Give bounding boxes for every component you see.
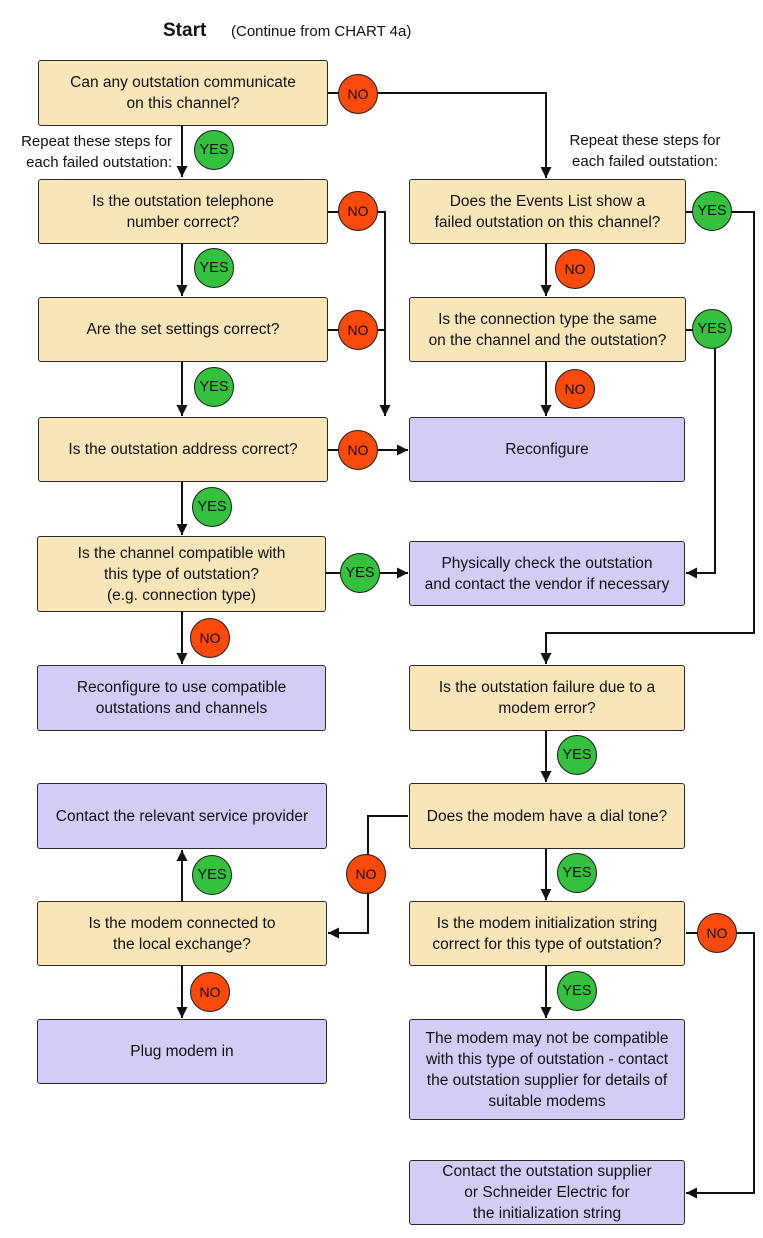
- question-communicate: Can any outstation communicate on this c…: [38, 60, 328, 126]
- no-badge: NO: [190, 618, 230, 658]
- question-modem-connected: Is the modem connected to the local exch…: [37, 901, 327, 966]
- question-phone-number: Is the outstation telephone number corre…: [38, 179, 328, 244]
- action-plug-modem: Plug modem in: [37, 1019, 327, 1084]
- yes-badge: YES: [194, 130, 234, 170]
- action-physically-check: Physically check the outstation and cont…: [409, 541, 685, 606]
- no-badge: NO: [555, 249, 595, 289]
- question-init-string: Is the modem initialization string corre…: [409, 901, 685, 966]
- no-badge: NO: [338, 310, 378, 350]
- yes-badge: YES: [692, 309, 732, 349]
- no-badge: NO: [190, 972, 230, 1012]
- no-badge: NO: [338, 191, 378, 231]
- action-modem-incompatible: The modem may not be compatible with thi…: [409, 1019, 685, 1120]
- continue-note: (Continue from CHART 4a): [231, 23, 412, 40]
- repeat-note-right: Repeat these steps for each failed outst…: [569, 132, 721, 170]
- question-dial-tone: Does the modem have a dial tone?: [409, 783, 685, 849]
- yes-badge: YES: [192, 487, 232, 527]
- yes-badge: YES: [557, 853, 597, 893]
- yes-badge: YES: [192, 855, 232, 895]
- action-reconfigure: Reconfigure: [409, 417, 685, 482]
- yes-badge: YES: [194, 248, 234, 288]
- no-badge: NO: [346, 854, 386, 894]
- yes-badge: YES: [557, 971, 597, 1011]
- action-reconfigure-compatible: Reconfigure to use compatible outstation…: [37, 665, 326, 731]
- question-modem-error: Is the outstation failure due to a modem…: [409, 665, 685, 731]
- action-contact-supplier: Contact the outstation supplier or Schne…: [409, 1160, 685, 1225]
- question-channel-compatible: Is the channel compatible with this type…: [37, 536, 326, 612]
- no-badge: NO: [338, 74, 378, 114]
- question-connection-type: Is the connection type the same on the c…: [409, 297, 686, 362]
- yes-badge: YES: [194, 367, 234, 407]
- question-events-list: Does the Events List show a failed outst…: [409, 179, 686, 244]
- action-contact-service-provider: Contact the relevant service provider: [37, 783, 327, 849]
- yes-badge: YES: [340, 553, 380, 593]
- yes-badge: YES: [692, 191, 732, 231]
- no-badge: NO: [338, 430, 378, 470]
- start-label: Start: [163, 20, 207, 41]
- repeat-note-left: Repeat these steps for each failed outst…: [21, 133, 172, 171]
- yes-badge: YES: [557, 735, 597, 775]
- question-set-settings: Are the set settings correct?: [38, 297, 328, 362]
- no-badge: NO: [555, 369, 595, 409]
- question-address: Is the outstation address correct?: [38, 417, 328, 482]
- no-badge: NO: [697, 913, 737, 953]
